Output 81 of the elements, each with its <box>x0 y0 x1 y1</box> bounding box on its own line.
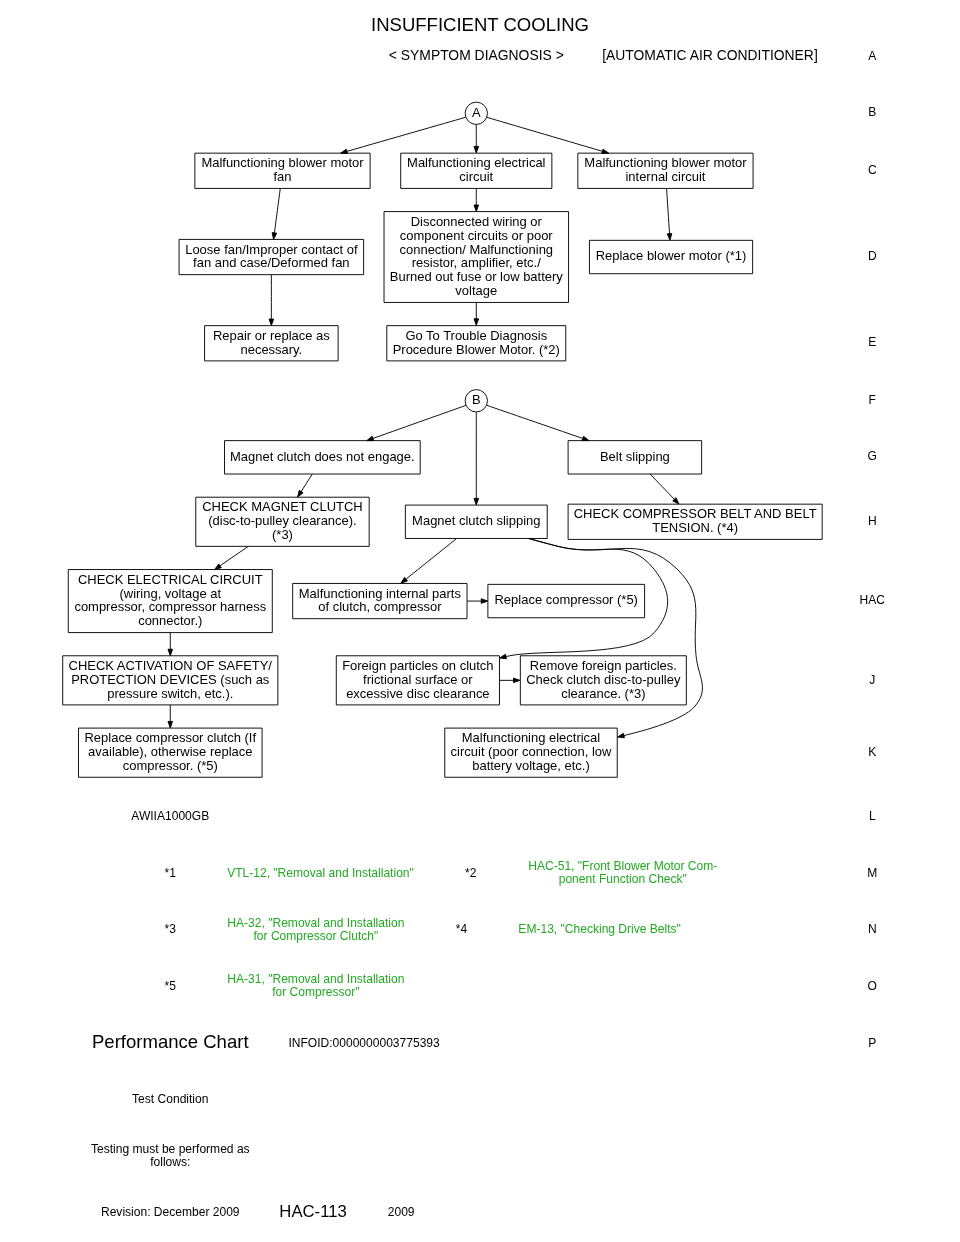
arrow <box>486 116 610 154</box>
label: INFOID:0000000003775393 <box>288 1035 440 1050</box>
arrow <box>499 677 521 684</box>
label: H <box>867 513 877 528</box>
arrow <box>271 188 281 240</box>
label: Revision: December 2009 <box>100 1205 240 1220</box>
label: *3 <box>164 922 176 937</box>
label: D <box>867 249 877 264</box>
arrow <box>486 404 590 442</box>
label: F <box>868 392 876 407</box>
label: Testing must be performed as follows: <box>90 1142 250 1170</box>
node-box: CHECK ELECTRICAL CIRCUIT (wiring, voltage at compressor, compressor harness connector.) <box>67 569 273 634</box>
arrow <box>466 598 489 604</box>
label: [AUTOMATIC AIR CONDITIONER] <box>602 46 818 63</box>
node-circle: A <box>464 101 488 125</box>
arrow <box>167 704 173 729</box>
label: B <box>868 105 877 120</box>
label: M <box>867 865 878 880</box>
node-box: Repair or replace as necessary. <box>204 325 339 362</box>
label: L <box>868 809 876 824</box>
node-box: CHECK ACTIVATION OF SAFETY/ PROTECTION DEVICES (such as pressure switch, etc.). <box>62 655 279 706</box>
label: P <box>868 1035 877 1050</box>
node-box: Go To Trouble Diagnosis Procedure Blower Motor. (*2) <box>386 325 567 362</box>
diagram-title: INSUFFICIENT COOLING <box>371 13 589 35</box>
label: HAC-113 <box>279 1202 347 1222</box>
arrow <box>666 188 673 241</box>
node-box: Malfunctioning blower motor fan <box>194 152 371 189</box>
label: K <box>868 744 877 759</box>
label: HAC-51, "Front Blower Motor Com- ponent Function Check" <box>528 859 718 887</box>
node-box: Malfunctioning internal parts of clutch, compressor <box>292 582 468 620</box>
label: G <box>867 449 877 464</box>
node-box: Malfunctioning blower motor internal circuit <box>577 152 754 189</box>
label: *5 <box>164 978 176 993</box>
node-box: CHECK MAGNET CLUTCH (disc-to-pulley clearance). (*3) <box>195 496 370 547</box>
label: C <box>867 162 877 177</box>
arrow <box>473 124 480 154</box>
label: Performance Chart <box>92 1031 249 1053</box>
label: E <box>868 335 877 350</box>
label: N <box>867 922 877 937</box>
label: A <box>868 48 877 63</box>
arrow <box>268 274 275 327</box>
label: *4 <box>455 922 468 937</box>
arrow <box>649 473 680 505</box>
label: *1 <box>164 865 176 880</box>
node-box: Magnet clutch slipping <box>404 504 548 539</box>
label: *2 <box>465 865 477 880</box>
node-box: Loose fan/Improper contact of fan and case/Deformed fan <box>178 238 365 276</box>
node-box: Replace blower motor (*1) <box>588 239 754 275</box>
arrow <box>499 538 669 660</box>
label: O <box>867 978 877 993</box>
node-box: Malfunctioning electrical circuit (poor connection, low battery voltage, etc.) <box>444 727 618 778</box>
arrow <box>527 538 703 739</box>
arrow <box>473 188 480 212</box>
node-box: Belt slipping <box>567 440 703 475</box>
node-box: Replace compressor (*5) <box>487 583 646 619</box>
node-box: Disconnected wiring or component circuits or poor connection/ Malfunctioning resistor, amplifier, etc./ Burned out fuse or low battery voltage <box>383 211 570 303</box>
node-box: Malfunctioning electrical circuit <box>400 152 553 189</box>
node-box: Replace compressor clutch (If available), otherwise replace compressor. (*5) <box>78 727 263 778</box>
label: AWIIA1000GB <box>131 809 210 824</box>
label: < SYMPTOM DIAGNOSIS > <box>388 46 564 63</box>
arrow <box>340 116 467 154</box>
label: 2009 <box>387 1205 415 1220</box>
node-box: Remove foreign particles. Check clutch disc-to-pulley clearance. (*3) <box>519 655 687 706</box>
arrow <box>297 473 313 498</box>
node-circle: B <box>464 389 488 413</box>
arrow <box>473 302 480 326</box>
label: HAC <box>859 593 885 608</box>
arrow <box>400 538 457 584</box>
label: EM-13, "Checking Drive Belts" <box>518 922 681 937</box>
arrow <box>366 404 467 442</box>
label: HA-32, "Removal and Installation for Compressor Clutch" <box>227 915 405 943</box>
arrow <box>167 632 173 657</box>
node-box: Foreign particles on clutch frictional surface or excessive disc clearance <box>335 655 500 706</box>
node-box: CHECK COMPRESSOR BELT AND BELT TENSION. (*4) <box>567 503 823 540</box>
label: VTL-12, "Removal and Installation" <box>227 865 414 880</box>
label: Test Condition <box>132 1092 209 1107</box>
node-box: Magnet clutch does not engage. <box>224 440 421 475</box>
arrow <box>473 411 480 506</box>
label: HA-31, "Removal and Installation for Compressor" <box>227 972 405 1000</box>
arrow <box>214 545 249 570</box>
label: J <box>869 672 876 687</box>
